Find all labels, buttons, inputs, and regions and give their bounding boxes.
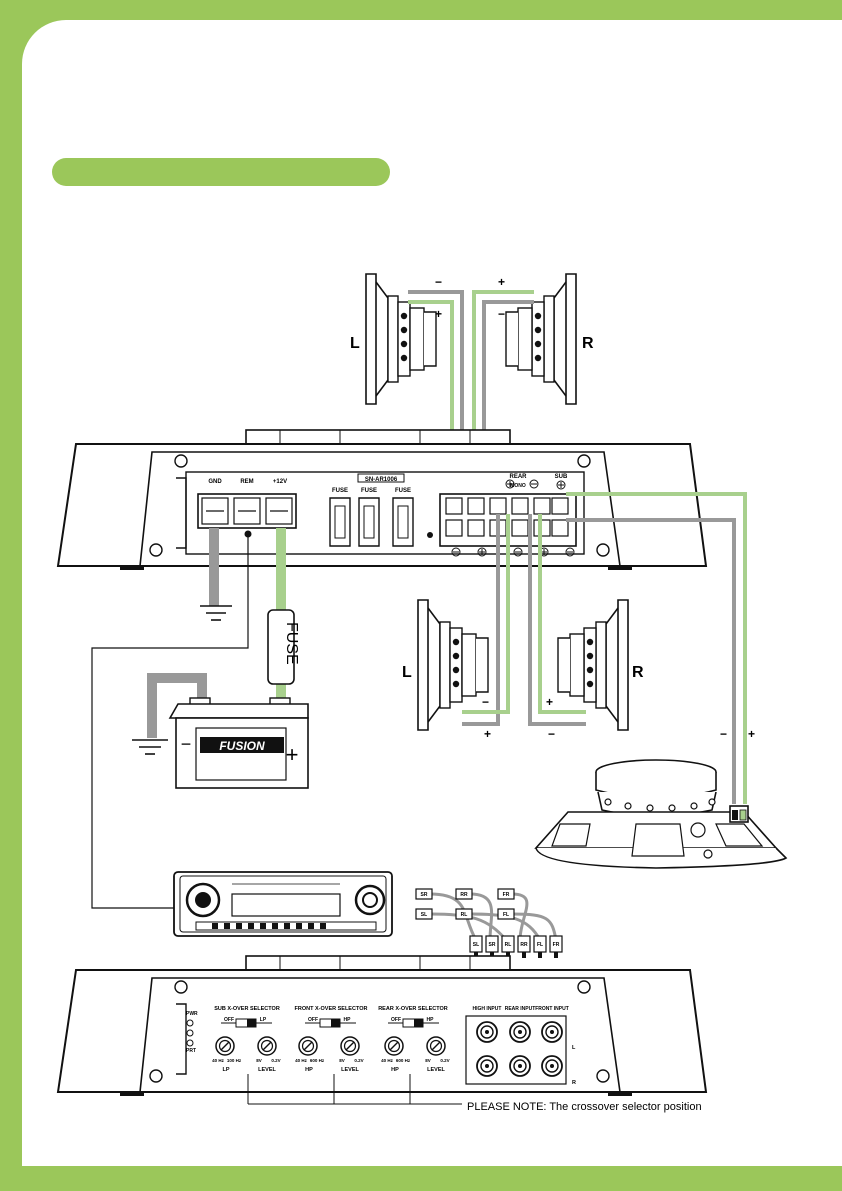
svg-text:OFF: OFF [308,1017,318,1023]
svg-text:SL: SL [473,942,479,948]
gnd-label: GND [208,479,222,485]
battery-brand: FUSION [219,739,265,753]
rca-cables: SR RR FR SL RL FL SL SR RL RR FL FR [415,888,563,958]
label-minus: − [498,307,505,321]
rear-label: REAR [509,474,527,480]
svg-text:0.2V: 0.2V [271,1058,280,1063]
svg-text:FUSE: FUSE [395,488,411,494]
head-unit [173,871,393,937]
svg-text:+: + [484,727,491,741]
svg-text:8V: 8V [425,1058,431,1063]
12v-label: +12V [273,479,287,485]
label-front-left: L [350,335,360,352]
svg-text:FL: FL [503,912,509,918]
inline-fuse: FUSE [267,609,300,685]
svg-text:RL: RL [505,942,512,948]
note-bracket [247,1074,462,1105]
battery-minus: − [181,734,192,754]
label-rear-right: R [632,664,644,681]
svg-text:RR: RR [460,892,468,898]
amplifier-bottom: PWR PRT [56,955,708,1096]
label-plus: + [498,275,505,289]
label-rear-left: L [402,664,412,681]
svg-text:REAR X-OVER SELECTOR: REAR X-OVER SELECTOR [378,1006,448,1012]
rca-input-panel: HIGH INPUT REAR INPUT FRONT INPUT L R [465,1006,576,1086]
svg-text:0.2V: 0.2V [440,1058,449,1063]
svg-text:FR: FR [553,942,560,948]
svg-text:RR: RR [520,942,528,948]
svg-text:LEVEL: LEVEL [427,1067,445,1073]
sub-crossover-controls: SUB X-OVER SELECTOR OFF LP 40 Hz 100 Hz … [212,1006,281,1073]
svg-text:LEVEL: LEVEL [258,1067,276,1073]
svg-text:−: − [482,695,489,709]
prt-label: PRT [186,1048,196,1054]
svg-text:LP: LP [260,1017,267,1023]
svg-text:HP: HP [427,1017,435,1023]
svg-text:−: − [548,727,555,741]
fuse-slots: FUSE FUSE FUSE [329,488,433,547]
subwoofer [534,759,788,869]
crossover-note: PLEASE NOTE: The crossover selector posi… [467,1101,702,1113]
svg-text:OFF: OFF [224,1017,234,1023]
svg-text:8V: 8V [339,1058,345,1063]
battery: FUSION − + [132,673,309,789]
power-terminal-block: GND REM +12V [197,479,297,529]
svg-text:L: L [572,1045,576,1051]
svg-text:FRONT X-OVER SELECTOR: FRONT X-OVER SELECTOR [295,1006,368,1012]
svg-text:FUSE: FUSE [332,488,348,494]
svg-text:40 Hz: 40 Hz [295,1058,308,1063]
sub-label: SUB [555,474,568,480]
battery-plus: + [286,742,299,767]
svg-text:SL: SL [421,912,427,918]
inline-fuse-label: FUSE [283,622,300,665]
label-plus: + [435,307,442,321]
svg-text:SR: SR [489,942,496,948]
svg-text:HP: HP [391,1067,399,1073]
svg-text:8V: 8V [256,1058,262,1063]
svg-text:RL: RL [461,912,468,918]
svg-text:FL: FL [537,942,543,948]
svg-text:LP: LP [222,1067,229,1073]
front-crossover-controls: FRONT X-OVER SELECTOR OFF HP 40 Hz 600 H… [295,1006,368,1073]
svg-text:HP: HP [344,1017,352,1023]
label-front-right: R [582,335,594,352]
svg-text:40 Hz: 40 Hz [381,1058,394,1063]
amp-model-label: SN-AR1006 [365,477,398,483]
mono-label: MONO [510,483,526,489]
svg-text:LEVEL: LEVEL [341,1067,359,1073]
label-minus: − [435,275,442,289]
rem-label: REM [240,479,253,485]
rear-input-label: REAR INPUT [505,1006,536,1012]
svg-text:SUB X-OVER SELECTOR: SUB X-OVER SELECTOR [214,1006,280,1012]
high-input-label: HIGH INPUT [473,1006,502,1012]
svg-text:−: − [720,727,727,741]
pwr-label: PWR [186,1011,198,1017]
svg-text:FUSE: FUSE [361,488,377,494]
svg-text:+: + [748,727,755,741]
svg-text:SR: SR [421,892,428,898]
svg-text:+: + [546,695,553,709]
svg-text:100 Hz: 100 Hz [227,1058,242,1063]
svg-text:40 Hz: 40 Hz [212,1058,225,1063]
svg-text:0.2V: 0.2V [354,1058,363,1063]
rear-crossover-controls: REAR X-OVER SELECTOR OFF HP 40 Hz 600 Hz… [378,1006,449,1073]
svg-text:R: R [572,1080,576,1086]
front-input-label: FRONT INPUT [535,1006,569,1012]
svg-text:600 Hz: 600 Hz [310,1058,325,1063]
amplifier-top: SN-AR1006 [56,429,708,570]
section-header-bar [52,158,390,186]
svg-text:600 Hz: 600 Hz [396,1058,411,1063]
rear-sub-wires [462,492,747,804]
svg-text:FR: FR [503,892,510,898]
svg-text:OFF: OFF [391,1017,401,1023]
svg-text:HP: HP [305,1067,313,1073]
